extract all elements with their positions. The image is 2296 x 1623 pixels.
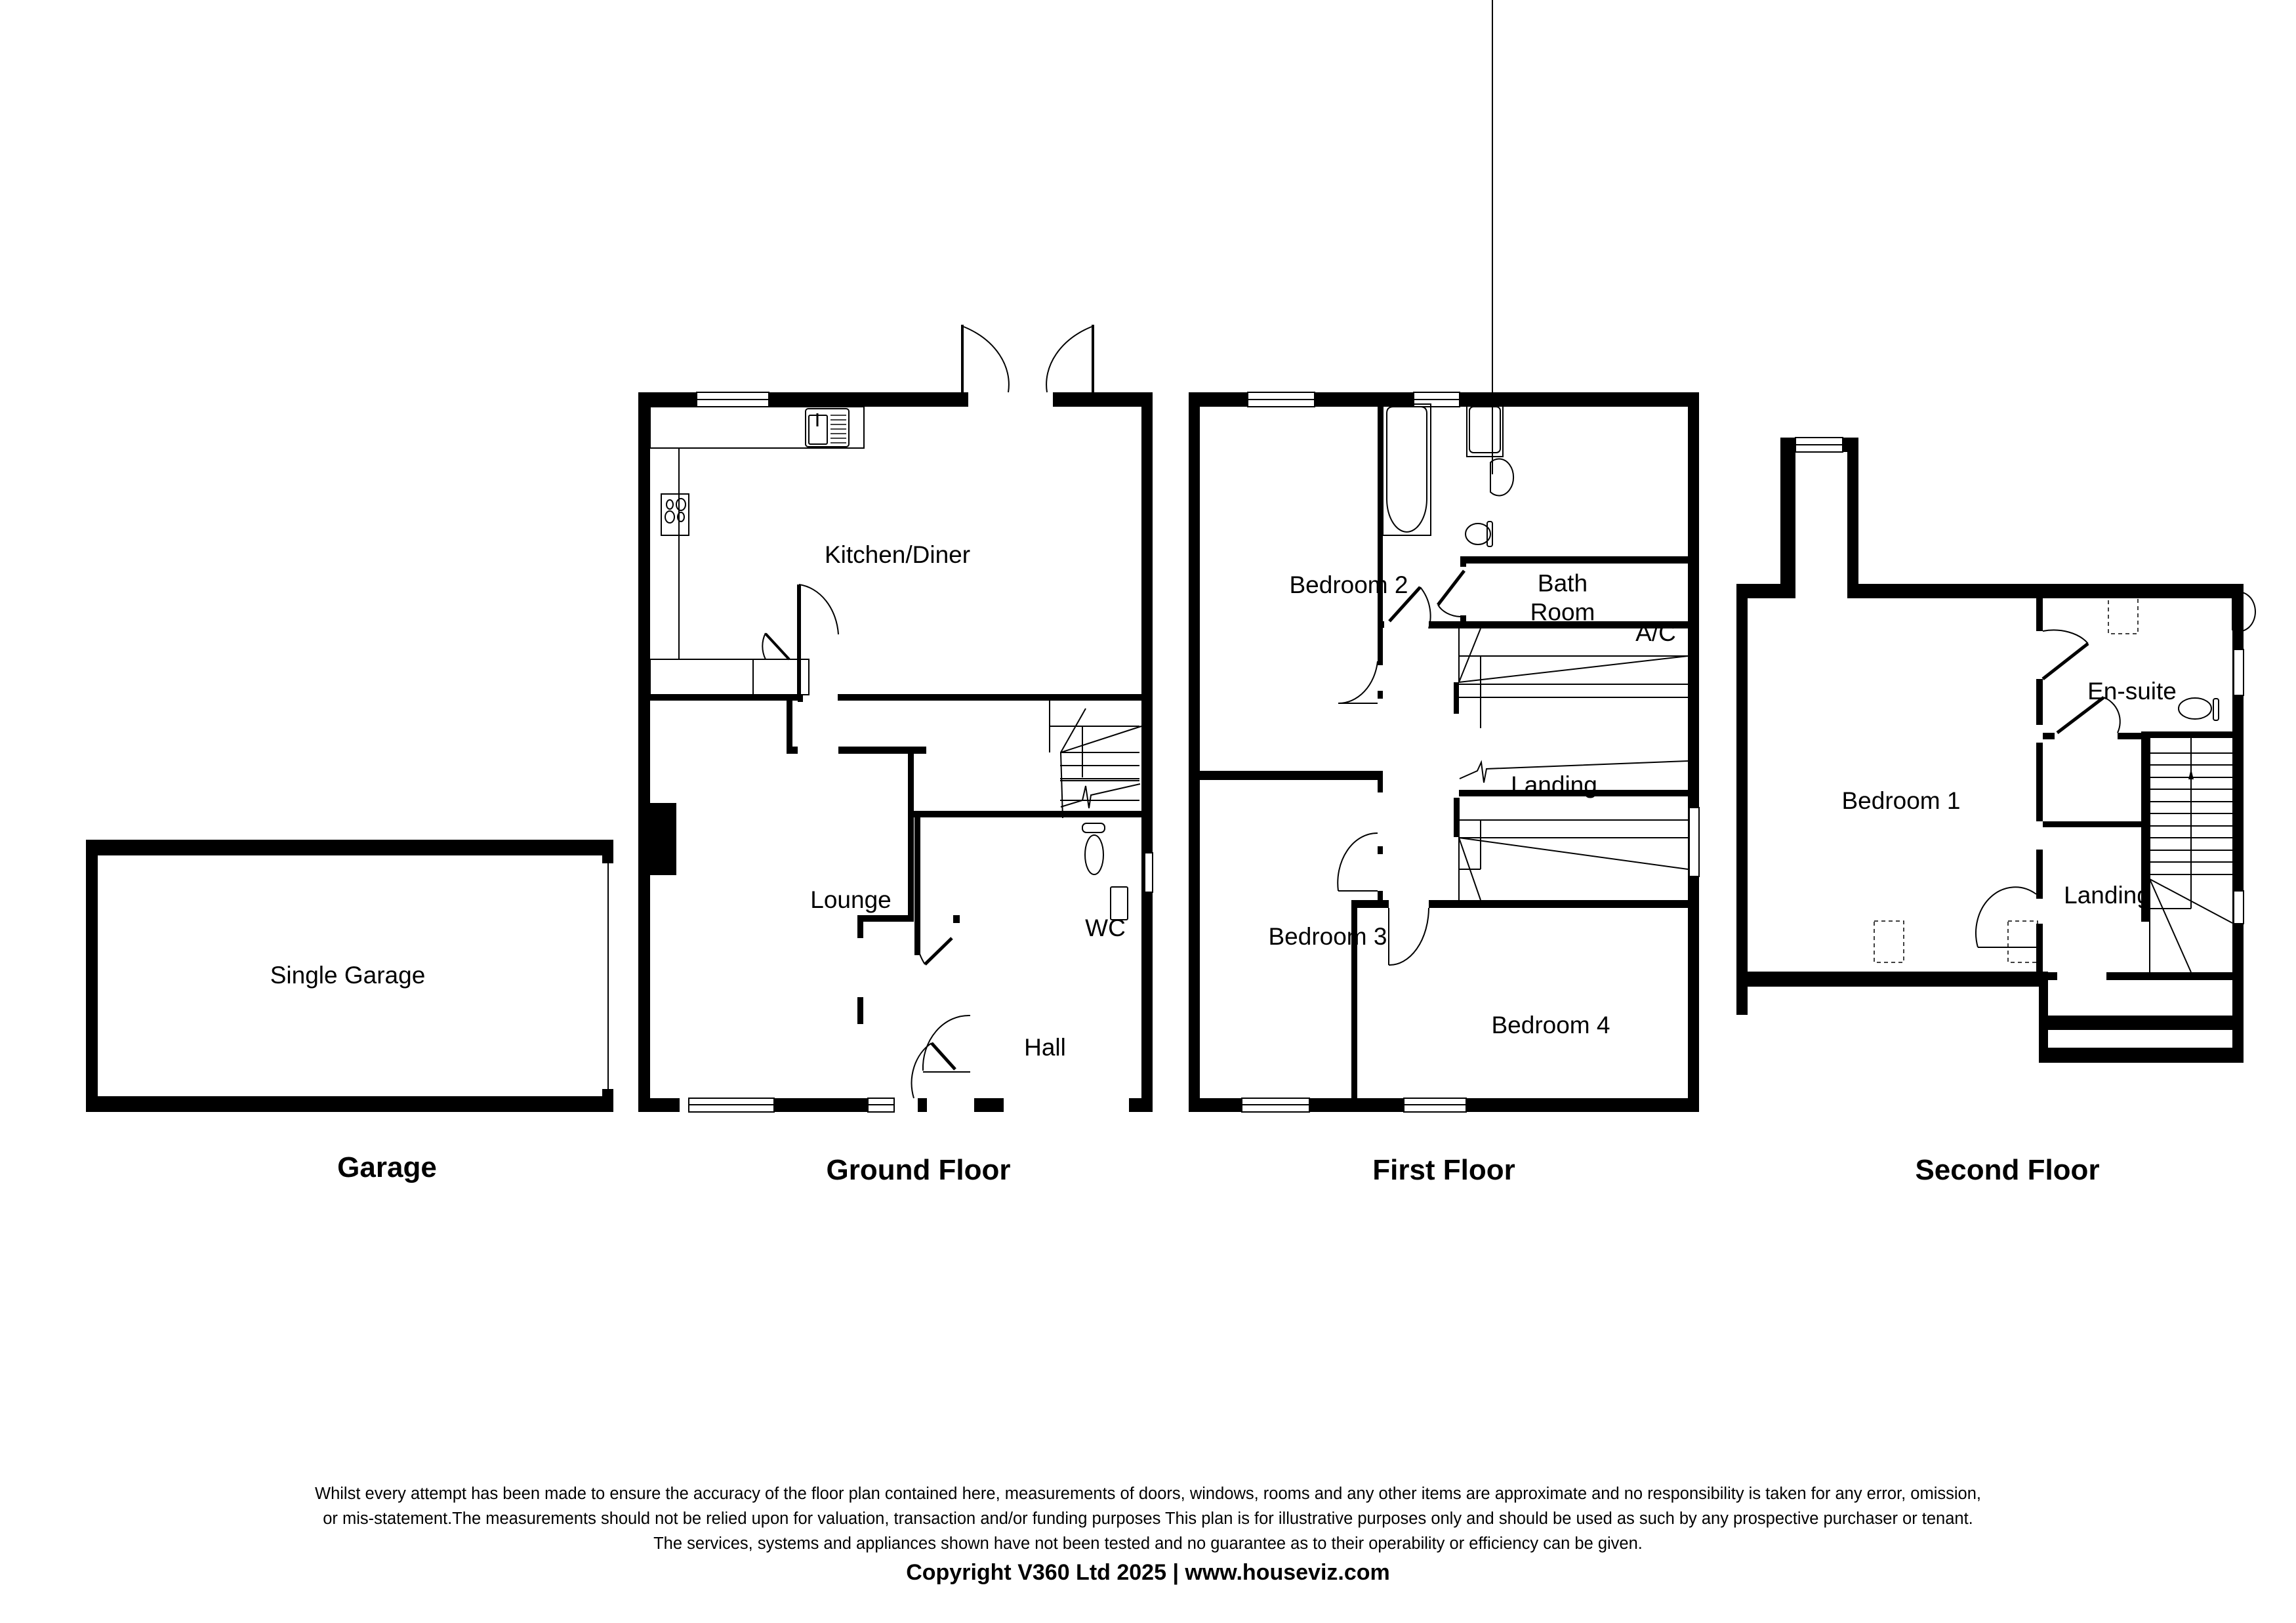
- kitchen-sink-icon: [805, 408, 850, 447]
- second-floor-plan: [1736, 437, 2256, 1063]
- room-label-bedroom-4: Bedroom 4: [1491, 1011, 1610, 1038]
- floor-title-first: First Floor: [1372, 1154, 1515, 1186]
- disclaimer-line-3: The services, systems and appliances sho…: [653, 1534, 1643, 1553]
- hob-icon: [661, 493, 689, 536]
- floor-title-garage: Garage: [337, 1151, 437, 1183]
- copyright-line: Copyright V360 Ltd 2025 | www.houseviz.c…: [906, 1560, 1390, 1585]
- garage-plan: [86, 840, 613, 1112]
- room-label-en-suite: En-suite: [2087, 677, 2177, 705]
- room-label-bedroom-2: Bedroom 2: [1289, 571, 1408, 598]
- floor-title-ground: Ground Floor: [826, 1154, 1011, 1186]
- room-label-bedroom-3: Bedroom 3: [1268, 922, 1387, 950]
- room-label-lounge: Lounge: [810, 886, 892, 913]
- ground-floor-plan: [638, 325, 1153, 1113]
- first-floor-plan: [1189, 0, 1700, 1113]
- disclaimer-line-1: Whilst every attempt has been made to en…: [315, 1485, 1981, 1503]
- disclaimer-line-2: or mis-statement.The measurements should…: [323, 1510, 1973, 1528]
- room-label-first-landing: Landing: [1511, 771, 1597, 798]
- floor-title-second: Second Floor: [1915, 1154, 2100, 1186]
- room-label-airing-cupboard: A/C: [1635, 619, 1676, 646]
- room-label-single-garage-text: Single Garage: [270, 961, 426, 989]
- room-label-hall: Hall: [1024, 1033, 1066, 1061]
- room-label-bedroom-1: Bedroom 1: [1841, 787, 1961, 814]
- room-label-wc: WC: [1085, 914, 1126, 941]
- disclaimer-footer: Whilst every attempt has been made to en…: [0, 1481, 2296, 1589]
- room-label-second-landing: Landing: [2064, 881, 2150, 909]
- room-label-kitchen-diner: Kitchen/Diner: [824, 541, 971, 568]
- room-label-bath-room: Bath Room: [1530, 569, 1595, 626]
